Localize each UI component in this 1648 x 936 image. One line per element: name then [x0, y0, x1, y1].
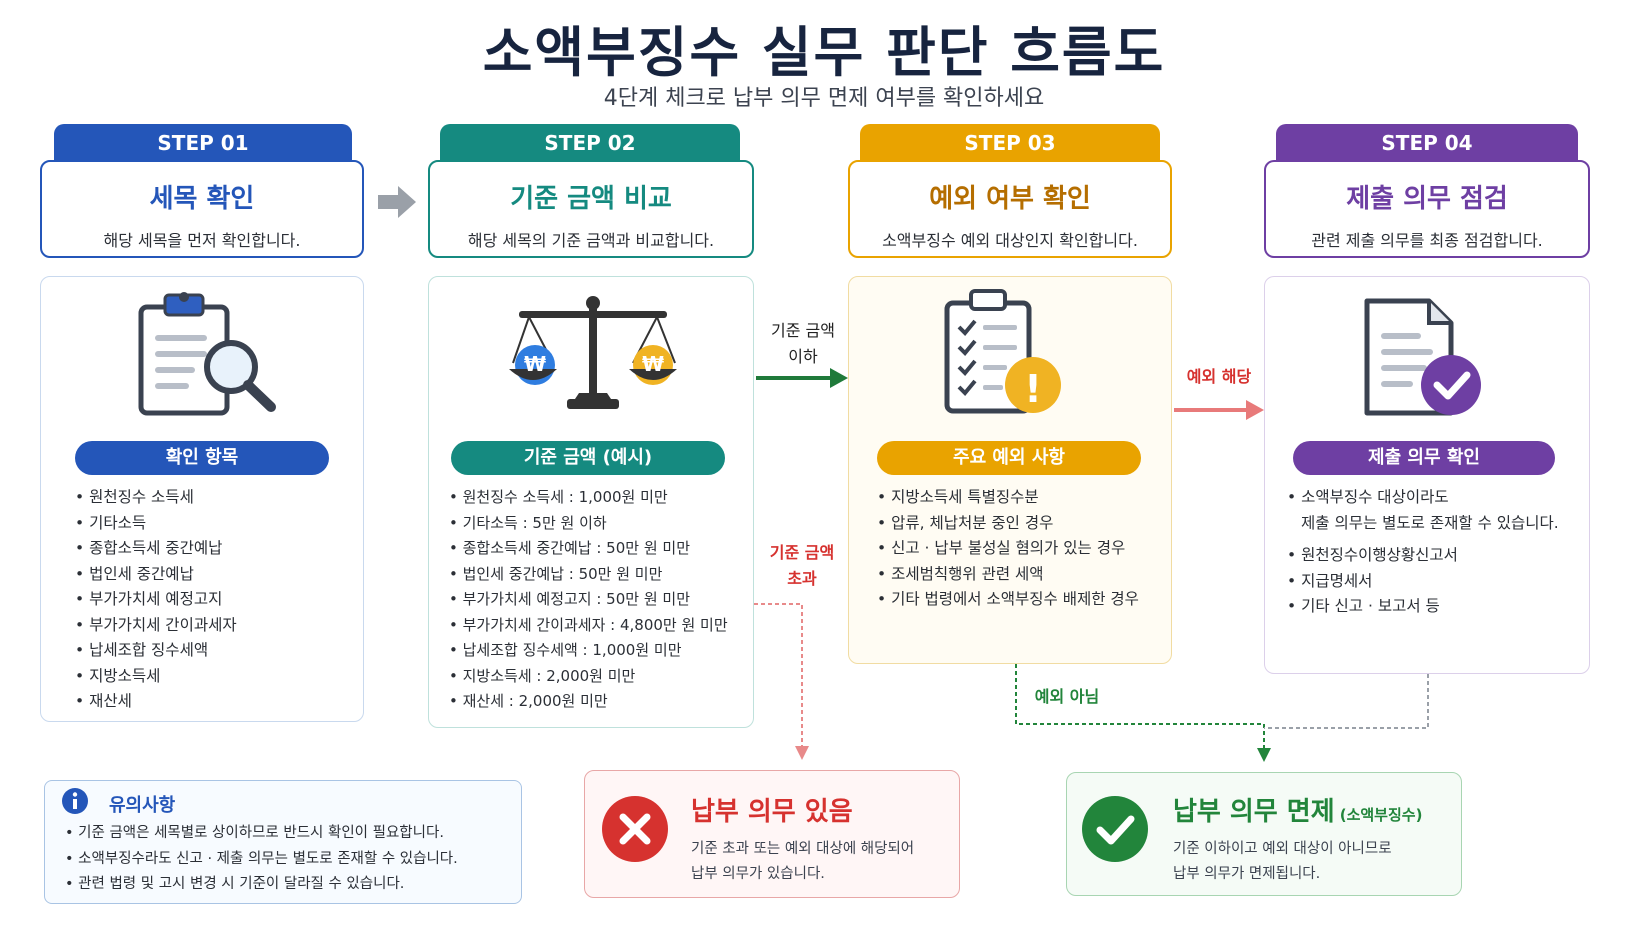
- document-check-icon: [1364, 298, 1481, 416]
- list-item: 지방소득세 : 2,000원 미만: [449, 664, 728, 690]
- clipboard-magnifier-icon: [138, 292, 276, 416]
- list-item: 소액부징수 대상이라도: [1287, 485, 1449, 511]
- result-exempt-title: 납부 의무 면제 (소액부징수): [1173, 797, 1423, 827]
- step-3-list: 지방소득세 특별징수분 압류, 체납처분 중인 경우 신고 · 납부 불성실 혐…: [877, 485, 1139, 613]
- page-subtitle: 4단계 체크로 납부 의무 면제 여부를 확인하세요: [603, 86, 1045, 111]
- info-icon: [62, 788, 88, 814]
- result-pay-line-1: 기준 초과 또는 예외 대상에 해당되어: [691, 841, 915, 857]
- notes-list: 기준 금액은 세목별로 상이하므로 반드시 확인이 필요합니다. 소액부징수라도…: [65, 821, 458, 898]
- page-title: 소액부징수 실무 판단 흐름도: [482, 21, 1166, 84]
- list-item: 부가가치세 간이과세자 : 4,800만 원 미만: [449, 613, 728, 639]
- result-exempt-line-1: 기준 이하이고 예외 대상이 아니므로: [1173, 841, 1392, 857]
- check-circle-icon: [1082, 796, 1148, 862]
- list-item: 지방소득세 특별징수분: [877, 485, 1139, 511]
- step-3-tab: STEP 03: [860, 124, 1160, 164]
- result-pay-title: 납부 의무 있음: [691, 797, 853, 827]
- step-4-desc: 관련 제출 의무를 최종 점검합니다.: [1311, 231, 1543, 250]
- step-1-title: 세목 확인: [149, 184, 255, 214]
- step-4-tab: STEP 04: [1276, 124, 1578, 164]
- list-item: 조세범칙행위 관련 세액: [877, 562, 1139, 588]
- list-item: 원천징수이행상황신고서: [1287, 543, 1458, 569]
- step-2-header-card: 기준 금액 비교 해당 세목의 기준 금액과 비교합니다.: [428, 160, 754, 258]
- list-item: 기타 법령에서 소액부징수 배제한 경우: [877, 587, 1139, 613]
- list-item: 기준 금액은 세목별로 상이하므로 반드시 확인이 필요합니다.: [65, 821, 458, 847]
- list-item: 기타 신고 · 보고서 등: [1287, 594, 1458, 620]
- result-exempt: 납부 의무 면제 (소액부징수) 기준 이하이고 예외 대상이 아니므로 납부 …: [1066, 772, 1462, 896]
- won-coin-right-symbol: ₩: [641, 352, 665, 376]
- list-item: 원천징수 소득세: [75, 485, 237, 511]
- list-item: 지급명세서: [1287, 569, 1458, 595]
- step-4-body-card: 제출 의무 확인 소액부징수 대상이라도 제출 의무는 별도로 존재할 수 있습…: [1264, 276, 1590, 674]
- list-item: 원천징수 소득세 : 1,000원 미만: [449, 485, 728, 511]
- step-3-title: 예외 여부 확인: [929, 184, 1091, 214]
- list-item: 납세조합 징수세액: [75, 638, 237, 664]
- step-2-tab: STEP 02: [440, 124, 740, 164]
- list-item: 지방소득세: [75, 664, 237, 690]
- notes-box: 유의사항 기준 금액은 세목별로 상이하므로 반드시 확인이 필요합니다. 소액…: [44, 780, 522, 904]
- exception-no-connector: [1015, 664, 1429, 762]
- list-item: 기타소득: [75, 511, 237, 537]
- step-2-title: 기준 금액 비교: [510, 184, 672, 214]
- step-2-desc: 해당 세목의 기준 금액과 비교합니다.: [467, 231, 715, 250]
- step-3-pill: 주요 예외 사항: [877, 441, 1141, 475]
- list-item: 종합소득세 중간예납: [75, 536, 237, 562]
- list-item: 관련 법령 및 고시 변경 시 기준이 달라질 수 있습니다.: [65, 872, 458, 898]
- step-1-header-card: 세목 확인 해당 세목을 먼저 확인합니다.: [40, 160, 364, 258]
- list-item: 부가가치세 예정고지: [75, 587, 237, 613]
- list-item: 법인세 중간예납 : 50만 원 미만: [449, 562, 728, 588]
- below-threshold-label: 기준 금액 이하: [771, 321, 835, 366]
- won-coin-left-symbol: ₩: [523, 352, 547, 376]
- list-item: 부가가치세 예정고지 : 50만 원 미만: [449, 587, 728, 613]
- step-3-body-card: ! 주요 예외 사항 지방소득세 특별징수분 압류, 체납처분 중인 경우 신고…: [848, 276, 1172, 664]
- result-exempt-line-2: 납부 의무가 면제됩니다.: [1173, 866, 1321, 882]
- list-item: 부가가치세 간이과세자: [75, 613, 237, 639]
- step-1-list: 원천징수 소득세 기타소득 종합소득세 중간예납 법인세 중간예납 부가가치세 …: [75, 485, 237, 715]
- step-1-pill: 확인 항목: [75, 441, 329, 475]
- exception-yes-arrow: [1174, 400, 1264, 420]
- above-threshold-label: 기준 금액 초과: [769, 543, 835, 588]
- list-item: 납세조합 징수세액 : 1,000원 미만: [449, 638, 728, 664]
- below-threshold-arrow: [756, 368, 848, 388]
- list-item: 재산세: [75, 689, 237, 715]
- step-4-intro: 소액부징수 대상이라도: [1287, 485, 1449, 511]
- list-item: 종합소득세 중간예납 : 50만 원 미만: [449, 536, 728, 562]
- step-4-list: 원천징수이행상황신고서 지급명세서 기타 신고 · 보고서 등: [1287, 543, 1458, 620]
- x-circle-icon: [602, 796, 668, 862]
- list-item: 법인세 중간예납: [75, 562, 237, 588]
- step-4-title: 제출 의무 점검: [1346, 184, 1508, 214]
- step-2-pill: 기준 금액 (예시): [451, 441, 725, 475]
- step-1-tab: STEP 01: [54, 124, 352, 164]
- result-pay-line-2: 납부 의무가 있습니다.: [691, 866, 825, 882]
- balance-scale-icon: [509, 296, 677, 409]
- list-item: 압류, 체납처분 중인 경우: [877, 511, 1139, 537]
- notes-title: 유의사항: [109, 795, 176, 816]
- step-2-body-card: ₩ ₩ 기준 금액 (예시) 원천징수 소득세 : 1,000원 미만 기타소득…: [428, 276, 754, 728]
- list-item: 기타소득 : 5만 원 이하: [449, 511, 728, 537]
- step-2-list: 원천징수 소득세 : 1,000원 미만 기타소득 : 5만 원 이하 종합소득…: [449, 485, 728, 715]
- exception-yes-label: 예외 해당: [1186, 367, 1252, 386]
- flow-arrow-step1-step2: [378, 186, 416, 218]
- step-3-desc: 소액부징수 예외 대상인지 확인합니다.: [882, 231, 1138, 250]
- result-pay-obligation: 납부 의무 있음 기준 초과 또는 예외 대상에 해당되어 납부 의무가 있습니…: [584, 770, 960, 898]
- list-item: 신고 · 납부 불성실 혐의가 있는 경우: [877, 536, 1139, 562]
- checklist-warning-icon: [944, 289, 1061, 414]
- step-4-intro-cont: 제출 의무는 별도로 존재할 수 있습니다.: [1301, 514, 1559, 532]
- list-item: 소액부징수라도 신고 · 제출 의무는 별도로 존재할 수 있습니다.: [65, 847, 458, 873]
- exception-no-label: 예외 아님: [1034, 687, 1100, 706]
- step-4-header-card: 제출 의무 점검 관련 제출 의무를 최종 점검합니다.: [1264, 160, 1590, 258]
- step-3-header-card: 예외 여부 확인 소액부징수 예외 대상인지 확인합니다.: [848, 160, 1172, 258]
- step-1-desc: 해당 세목을 먼저 확인합니다.: [103, 231, 301, 250]
- step-4-pill: 제출 의무 확인: [1293, 441, 1555, 475]
- step-1-body-card: 확인 항목 원천징수 소득세 기타소득 종합소득세 중간예납 법인세 중간예납 …: [40, 276, 364, 722]
- list-item: 재산세 : 2,000원 미만: [449, 689, 728, 715]
- above-threshold-connector: [754, 603, 809, 760]
- warning-exclamation-symbol: !: [1024, 367, 1042, 411]
